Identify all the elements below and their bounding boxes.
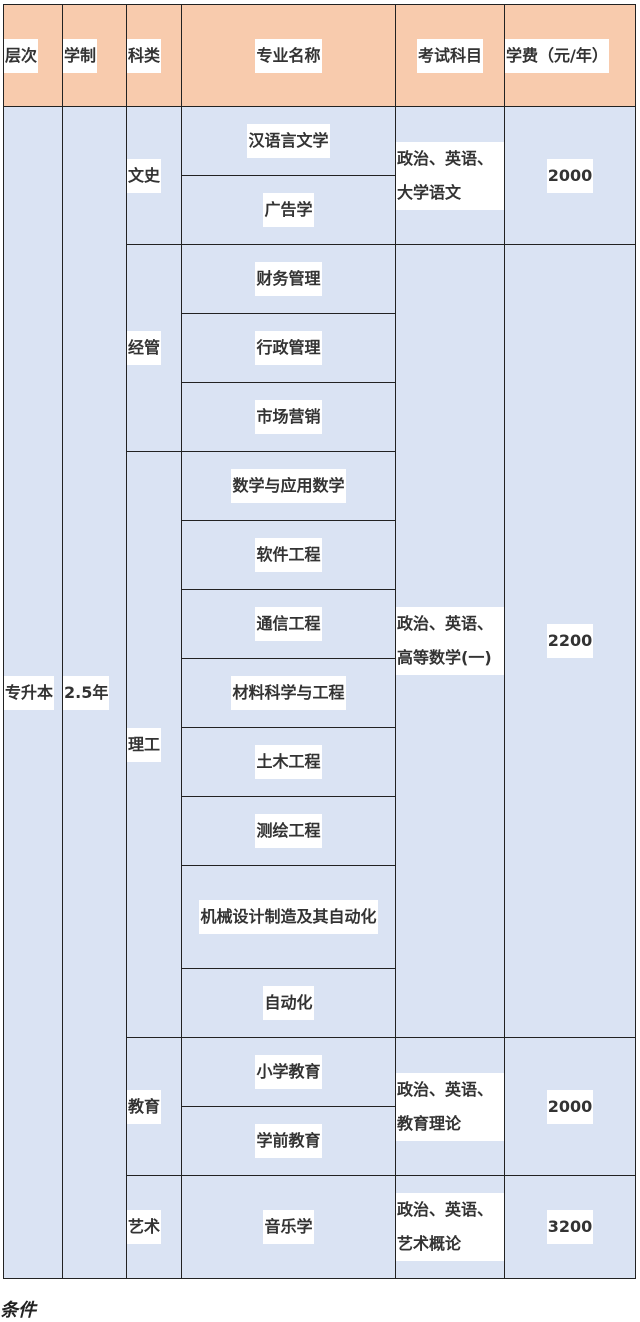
subjects-jiaoyu: 政治、英语、教育理论 xyxy=(395,1037,505,1176)
fee-wenshi: 2000 xyxy=(504,106,636,245)
table-row: 机械设计制造及其自动化 xyxy=(4,865,636,969)
subjects-wenshi: 政治、英语、大学语文 xyxy=(395,106,505,245)
header-fee: 学费（元/年） xyxy=(504,4,636,107)
major-cell: 测绘工程 xyxy=(181,796,396,866)
level-cell: 专升本 xyxy=(3,106,63,1279)
fee-ligong: 2200 xyxy=(504,244,636,1038)
major-cell: 行政管理 xyxy=(181,313,396,383)
category-yishu: 艺术 xyxy=(126,1175,182,1279)
table-row: 理工 数学与应用数学 xyxy=(4,451,636,1038)
admissions-table: 层次 学制 科类 专业名称 考试科目 学费（元/年） 专升本 2.5年 文史 汉… xyxy=(3,4,636,1279)
major-cell: 广告学 xyxy=(181,175,396,245)
table-row: 专升本 2.5年 文史 汉语言文学 政治、英语、大学语文 2000 xyxy=(3,106,636,1279)
fee-yishu: 3200 xyxy=(504,1175,636,1279)
header-category: 科类 xyxy=(126,4,182,107)
header-subjects: 考试科目 xyxy=(395,4,505,107)
table-row: 学前教育 xyxy=(4,1106,636,1176)
major-cell: 土木工程 xyxy=(181,727,396,797)
table-row: 软件工程 xyxy=(4,520,636,590)
major-cell: 自动化 xyxy=(181,968,396,1038)
major-cell: 汉语言文学 xyxy=(181,106,396,176)
header-duration: 学制 xyxy=(62,4,127,107)
table-row: 材料科学与工程 xyxy=(4,658,636,728)
header-major: 专业名称 xyxy=(181,4,396,107)
header-row: 层次 学制 科类 专业名称 考试科目 学费（元/年） xyxy=(3,4,636,107)
header-level: 层次 xyxy=(3,4,63,107)
category-wenshi: 文史 xyxy=(126,106,182,245)
major-cell: 软件工程 xyxy=(181,520,396,590)
major-cell: 学前教育 xyxy=(181,1106,396,1176)
major-cell: 数学与应用数学 xyxy=(181,451,396,521)
table-row: 行政管理 xyxy=(4,313,636,383)
major-cell: 小学教育 xyxy=(181,1037,396,1107)
major-cell: 材料科学与工程 xyxy=(181,658,396,728)
subjects-yishu: 政治、英语、艺术概论 xyxy=(395,1175,505,1279)
major-cell: 机械设计制造及其自动化 xyxy=(181,865,396,969)
table-row: 广告学 xyxy=(4,175,636,245)
major-cell: 市场营销 xyxy=(181,382,396,452)
major-cell: 音乐学 xyxy=(181,1175,396,1279)
table-row: 教育 小学教育 政治、英语、教育理论 2000 xyxy=(4,1037,636,1176)
table-row: 自动化 xyxy=(4,968,636,1038)
major-cell: 财务管理 xyxy=(181,244,396,314)
major-cell: 通信工程 xyxy=(181,589,396,659)
fee-jiaoyu: 2000 xyxy=(504,1037,636,1176)
duration-cell: 2.5年 xyxy=(62,106,127,1279)
category-ligong: 理工 xyxy=(126,451,182,1038)
table-row: 艺术 音乐学 政治、英语、艺术概论 3200 xyxy=(4,1175,636,1279)
footer-text: 条件 xyxy=(0,1300,36,1321)
category-jiaoyu: 教育 xyxy=(126,1037,182,1176)
table-row: 通信工程 xyxy=(4,589,636,659)
table-row: 市场营销 xyxy=(4,382,636,452)
subjects-ligong: 政治、英语、高等数学(一) xyxy=(395,244,505,1038)
table-row: 经管 财务管理 政治、英语、高等数学(一) 2200 xyxy=(4,244,636,1038)
category-jingguan: 经管 xyxy=(126,244,182,452)
table-row: 土木工程 xyxy=(4,727,636,797)
